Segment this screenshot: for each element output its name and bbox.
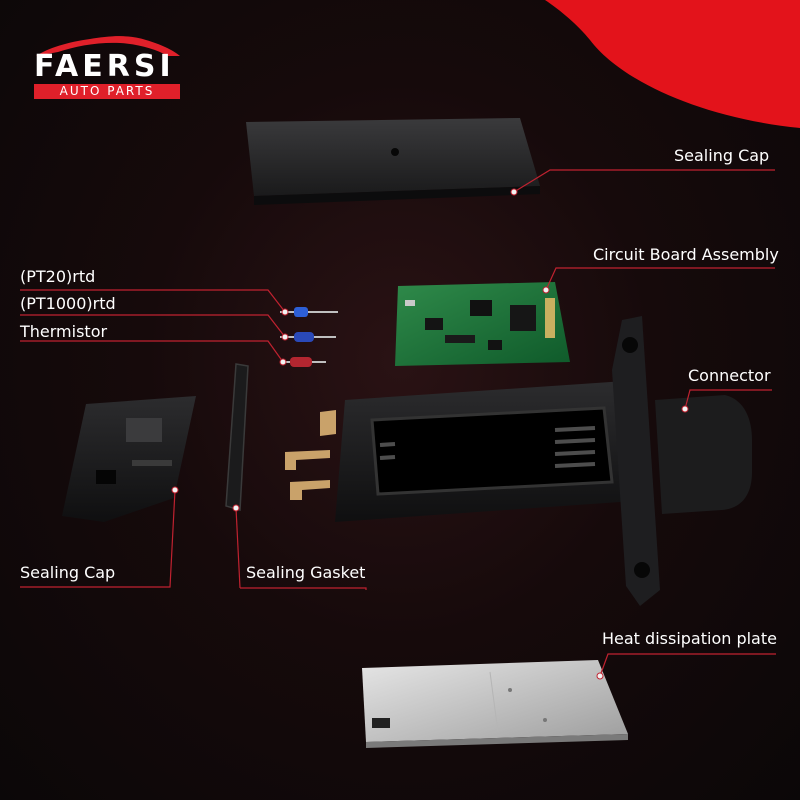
sensor-body-part: [285, 316, 752, 606]
label-thermistor: Thermistor: [20, 322, 108, 341]
heat-dissipation-plate-part: [362, 660, 628, 748]
pt20-rtd-part: [280, 307, 338, 317]
label-connector: Connector: [688, 366, 771, 385]
thermistor-part: [280, 357, 326, 367]
label-sealing-gasket: Sealing Gasket: [246, 563, 366, 582]
label-sealing-cap-top: Sealing Cap: [674, 146, 770, 165]
sealing-cap-top-part: [246, 118, 540, 205]
label-pt20-rtd: (PT20)rtd: [20, 267, 96, 286]
leader-dots: [171, 188, 689, 680]
label-sealing-cap-left: Sealing Cap: [20, 563, 116, 582]
label-pt1000-rtd: (PT1000)rtd: [20, 294, 116, 313]
sealing-gasket-part: [225, 363, 249, 511]
brand-tagline: AUTO PARTS: [34, 84, 180, 99]
sealing-cap-left-part: [62, 396, 196, 522]
circuit-board-part: [395, 282, 570, 366]
brand-logo: FAERSI AUTO PARTS: [28, 30, 188, 100]
label-heat-plate: Heat dissipation plate: [602, 629, 777, 648]
pt1000-rtd-part: [280, 332, 336, 342]
car-silhouette-icon: [36, 36, 180, 56]
label-circuit-board: Circuit Board Assembly: [593, 245, 779, 264]
leader-lines: [20, 169, 776, 677]
brand-name: FAERSI: [34, 49, 175, 84]
